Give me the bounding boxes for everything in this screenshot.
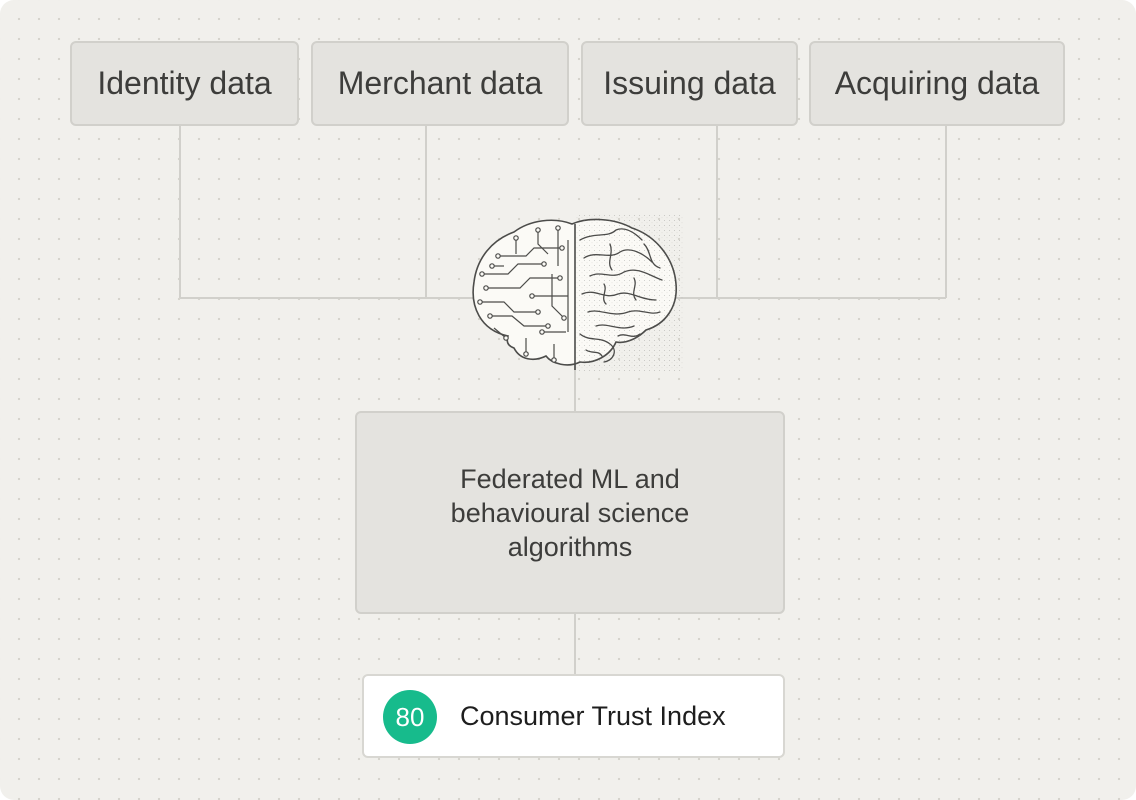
score-badge: 80 bbox=[383, 690, 437, 744]
merchant-data-box: Merchant data bbox=[311, 41, 569, 126]
brain-half-circuit-icon bbox=[472, 214, 684, 372]
algorithms-label: Federated ML and behavioural science alg… bbox=[450, 463, 690, 562]
algorithms-box: Federated ML and behavioural science alg… bbox=[355, 411, 785, 614]
merchant-data-label: Merchant data bbox=[337, 65, 543, 101]
issuing-data-box: Issuing data bbox=[581, 41, 798, 126]
consumer-trust-index-card: 80 Consumer Trust Index bbox=[362, 674, 785, 758]
identity-data-box: Identity data bbox=[70, 41, 299, 126]
identity-data-label: Identity data bbox=[97, 65, 272, 101]
acquiring-data-label: Acquiring data bbox=[834, 65, 1040, 101]
consumer-trust-index-label: Consumer Trust Index bbox=[460, 700, 726, 731]
issuing-data-label: Issuing data bbox=[603, 65, 776, 101]
acquiring-data-box: Acquiring data bbox=[809, 41, 1065, 126]
